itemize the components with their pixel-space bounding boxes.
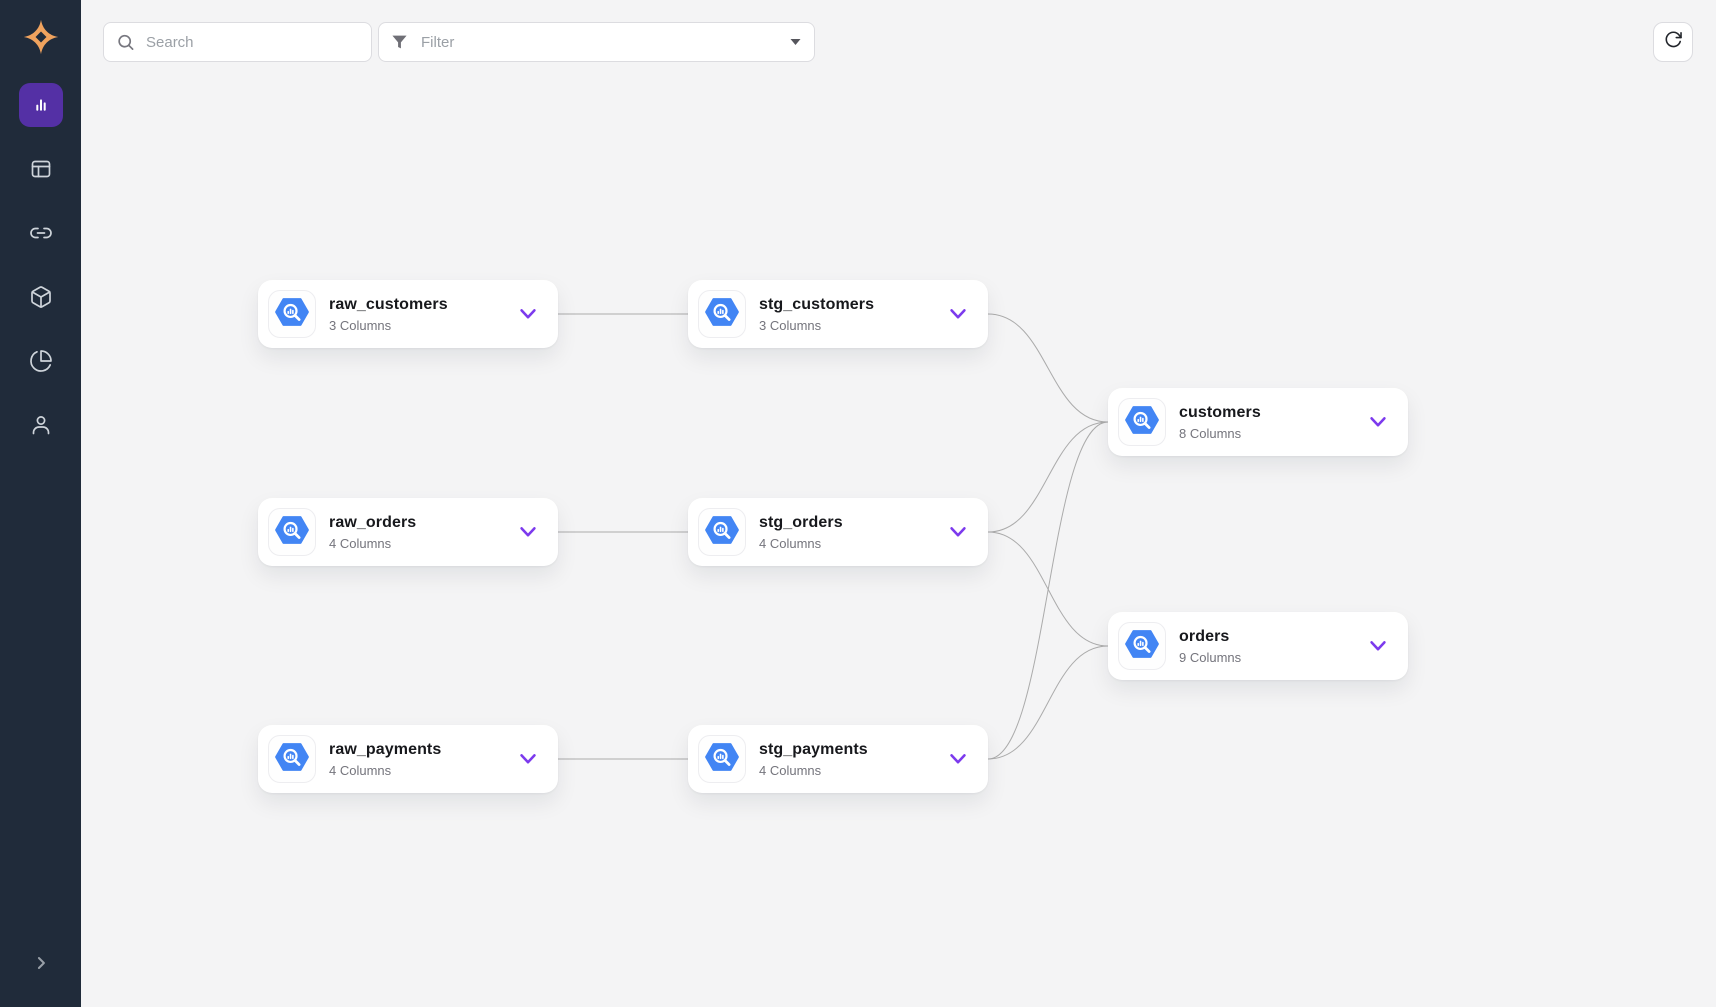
sidebar-item-lineage[interactable] <box>18 83 63 127</box>
bigquery-icon <box>704 514 740 551</box>
node-icon-frame <box>1118 622 1166 670</box>
search-box <box>103 22 372 62</box>
node-title: customers <box>1179 404 1261 422</box>
chevron-down-icon[interactable] <box>517 307 539 321</box>
refresh-button[interactable] <box>1653 22 1693 62</box>
table-icon <box>29 157 53 181</box>
search-input[interactable] <box>103 22 372 62</box>
edge-stg_payments-to-customers <box>987 421 1109 760</box>
node-subtitle: 8 Columns <box>1179 425 1242 441</box>
bigquery-icon <box>704 296 740 333</box>
node-text: stg_customers 3 Columns <box>759 295 947 332</box>
node-title: raw_payments <box>329 741 442 759</box>
edge-stg_payments-to-orders <box>987 645 1109 760</box>
node-text: customers 8 Columns <box>1179 403 1367 440</box>
filter-box <box>378 22 815 62</box>
node-card-stg_payments[interactable]: stg_payments 4 Columns <box>688 725 988 793</box>
pie-chart-icon <box>29 349 53 373</box>
node-card-raw_orders[interactable]: raw_orders 4 Columns <box>258 498 558 566</box>
sidebar-item-tables[interactable] <box>19 147 63 191</box>
chevron-down-icon[interactable] <box>947 525 969 539</box>
node-card-raw_customers[interactable]: raw_customers 3 Columns <box>258 280 558 348</box>
node-text: stg_orders 4 Columns <box>759 513 947 550</box>
node-text: stg_payments 4 Columns <box>759 740 947 777</box>
bigquery-icon <box>1124 404 1160 441</box>
node-card-stg_orders[interactable]: stg_orders 4 Columns <box>688 498 988 566</box>
chevron-down-icon[interactable] <box>1367 639 1389 653</box>
node-icon-frame <box>268 508 316 556</box>
chevron-down-icon[interactable] <box>1367 415 1389 429</box>
chevron-down-icon[interactable] <box>947 307 969 321</box>
bigquery-icon <box>274 514 310 551</box>
sparkle-logo <box>22 18 60 56</box>
node-card-customers[interactable]: customers 8 Columns <box>1108 388 1408 456</box>
edge-stg_orders-to-customers <box>987 421 1109 533</box>
link-icon <box>29 221 53 245</box>
node-text: raw_orders 4 Columns <box>329 513 517 550</box>
node-subtitle: 3 Columns <box>759 317 822 333</box>
sidebar-item-links[interactable] <box>19 211 63 255</box>
node-title: stg_payments <box>759 741 868 759</box>
node-subtitle: 4 Columns <box>329 762 392 778</box>
bigquery-icon <box>274 741 310 778</box>
node-icon-frame <box>698 508 746 556</box>
sidebar <box>0 0 81 1007</box>
node-title: raw_customers <box>329 296 448 314</box>
node-subtitle: 4 Columns <box>759 762 822 778</box>
node-subtitle: 4 Columns <box>759 535 822 551</box>
bigquery-icon <box>704 741 740 778</box>
node-card-stg_customers[interactable]: stg_customers 3 Columns <box>688 280 988 348</box>
node-icon-frame <box>268 290 316 338</box>
node-text: raw_customers 3 Columns <box>329 295 517 332</box>
sidebar-item-account[interactable] <box>19 403 63 447</box>
sidebar-item-models[interactable] <box>19 275 63 319</box>
chevron-down-icon[interactable] <box>947 752 969 766</box>
sidebar-item-reports[interactable] <box>19 339 63 383</box>
bigquery-icon <box>1124 628 1160 665</box>
node-text: raw_payments 4 Columns <box>329 740 517 777</box>
bigquery-icon <box>274 296 310 333</box>
node-card-orders[interactable]: orders 9 Columns <box>1108 612 1408 680</box>
node-icon-frame <box>268 735 316 783</box>
funnel-icon <box>391 34 408 51</box>
chevron-right-icon <box>31 953 51 978</box>
sidebar-expand-button[interactable] <box>25 949 57 981</box>
node-icon-frame <box>698 290 746 338</box>
cube-icon <box>29 285 53 309</box>
node-title: stg_customers <box>759 296 875 314</box>
node-subtitle: 9 Columns <box>1179 649 1242 665</box>
node-title: raw_orders <box>329 514 417 532</box>
filter-input[interactable] <box>378 22 815 62</box>
node-card-raw_payments[interactable]: raw_payments 4 Columns <box>258 725 558 793</box>
bar-chart-icon <box>29 93 53 117</box>
chevron-down-icon[interactable] <box>517 525 539 539</box>
search-icon <box>116 33 135 52</box>
edge-stg_customers-to-customers <box>987 313 1109 423</box>
node-icon-frame <box>1118 398 1166 446</box>
caret-down-icon[interactable] <box>790 39 801 46</box>
chevron-down-icon[interactable] <box>517 752 539 766</box>
refresh-icon <box>1664 30 1683 54</box>
node-subtitle: 4 Columns <box>329 535 392 551</box>
user-icon <box>29 413 53 437</box>
node-title: stg_orders <box>759 514 843 532</box>
node-subtitle: 3 Columns <box>329 317 392 333</box>
node-icon-frame <box>698 735 746 783</box>
node-text: orders 9 Columns <box>1179 627 1367 664</box>
node-title: orders <box>1179 628 1230 646</box>
